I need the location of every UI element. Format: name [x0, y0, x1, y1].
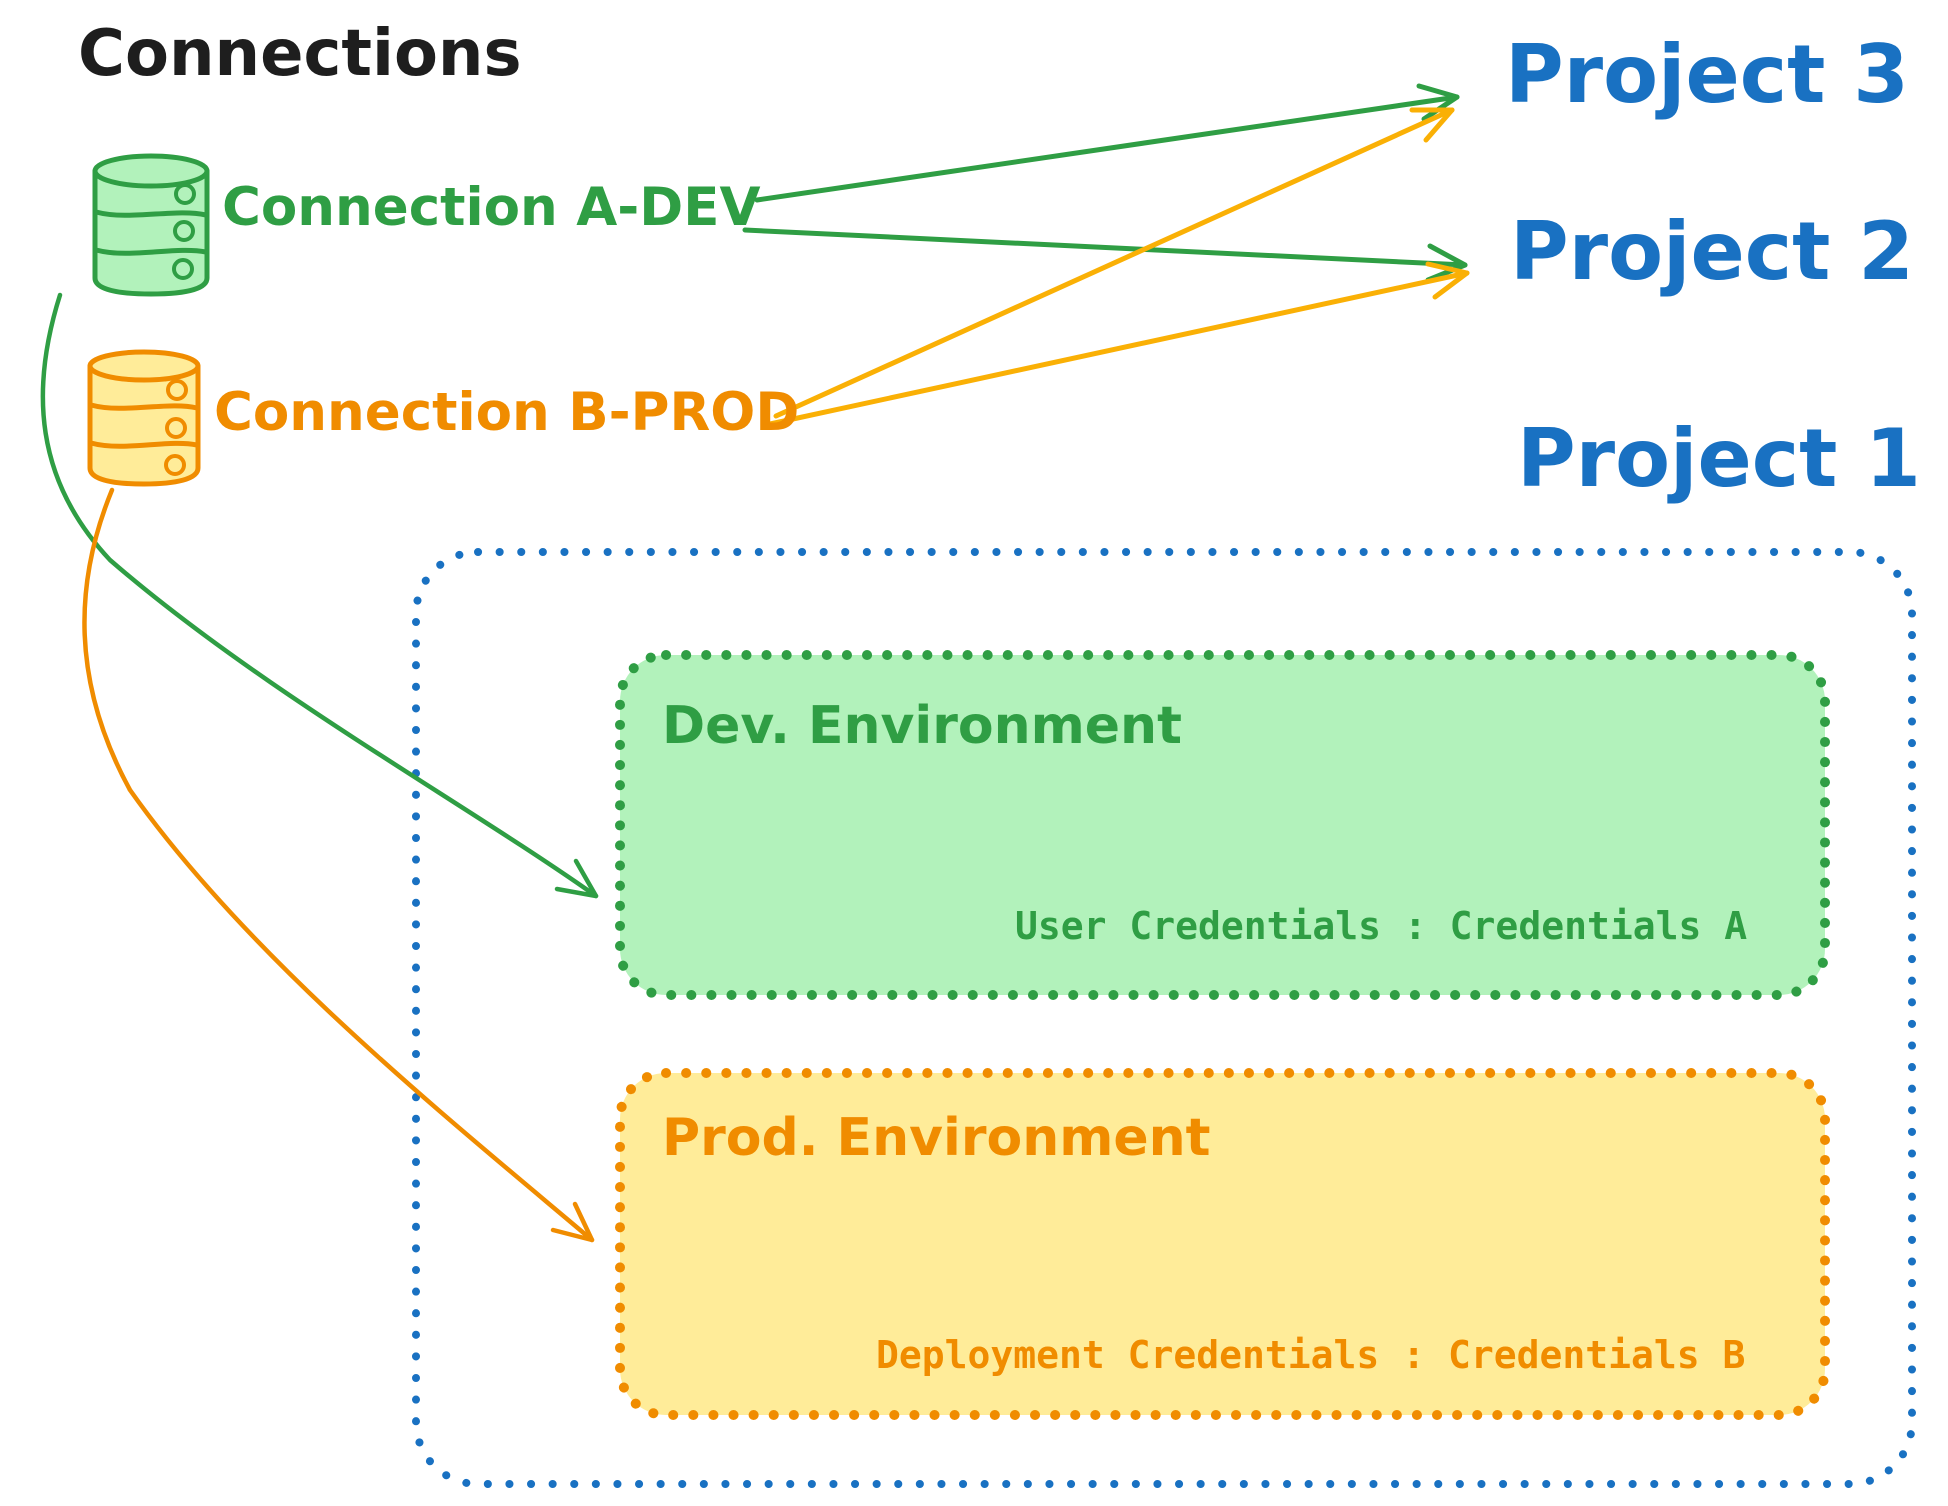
db-b-dot-1 — [166, 379, 188, 401]
arrow-a-dev-to-project2 — [742, 227, 1468, 268]
db-a-separator-2 — [93, 247, 209, 256]
arrow-b-prod-to-project2 — [767, 270, 1470, 427]
arrow-b-prod-to-project3 — [773, 107, 1455, 419]
arrowhead-dev-env — [554, 858, 599, 899]
db-a-dot-2 — [173, 220, 195, 242]
db-b-separator-1 — [88, 402, 200, 411]
connection-a-dev-label: Connection A-DEV — [222, 177, 761, 238]
arrowhead-b-prod-project2 — [1425, 261, 1470, 300]
project-2-label: Project 2 — [1510, 205, 1914, 298]
db-a-dot-3 — [172, 258, 194, 280]
arrow-a-dev-to-project3 — [754, 94, 1460, 203]
curve-b-prod — [82, 487, 595, 1243]
database-icon-a-dev — [92, 153, 210, 297]
project-1-label: Project 1 — [1517, 412, 1921, 505]
curved-arrow-a-dev-to-dev-env — [40, 292, 599, 899]
arrowhead-b-prod-project3 — [1409, 107, 1455, 143]
connection-b-prod-label: Connection B-PROD — [214, 382, 800, 443]
curved-arrow-b-prod-to-prod-env — [82, 487, 595, 1243]
arrows-b-prod-to-projects — [767, 107, 1470, 427]
project-3-label: Project 3 — [1505, 28, 1909, 121]
prod-environment-credentials: Deployment Credentials : Credentials B — [876, 1333, 1746, 1377]
arrowhead-prod-env — [550, 1201, 595, 1243]
prod-environment-title: Prod. Environment — [662, 1108, 1211, 1168]
db-a-dot-1 — [174, 183, 196, 205]
db-b-separator-2 — [88, 440, 200, 449]
db-b-top — [87, 349, 201, 383]
db-a-separator-1 — [93, 209, 209, 218]
dev-environment-box — [615, 650, 1830, 1000]
arrows-a-dev-to-projects — [742, 83, 1468, 283]
dev-environment-title: Dev. Environment — [662, 696, 1182, 756]
arrowhead-a-dev-project2 — [1425, 243, 1468, 283]
curve-a-dev — [40, 292, 599, 899]
db-a-top — [92, 153, 210, 189]
db-b-dot-3 — [164, 454, 186, 476]
dev-environment-credentials: User Credentials : Credentials A — [1015, 904, 1748, 948]
database-icon-b-prod — [87, 349, 201, 487]
prod-environment-box — [615, 1068, 1830, 1420]
db-b-dot-2 — [165, 417, 187, 439]
connections-title: Connections — [78, 17, 522, 91]
